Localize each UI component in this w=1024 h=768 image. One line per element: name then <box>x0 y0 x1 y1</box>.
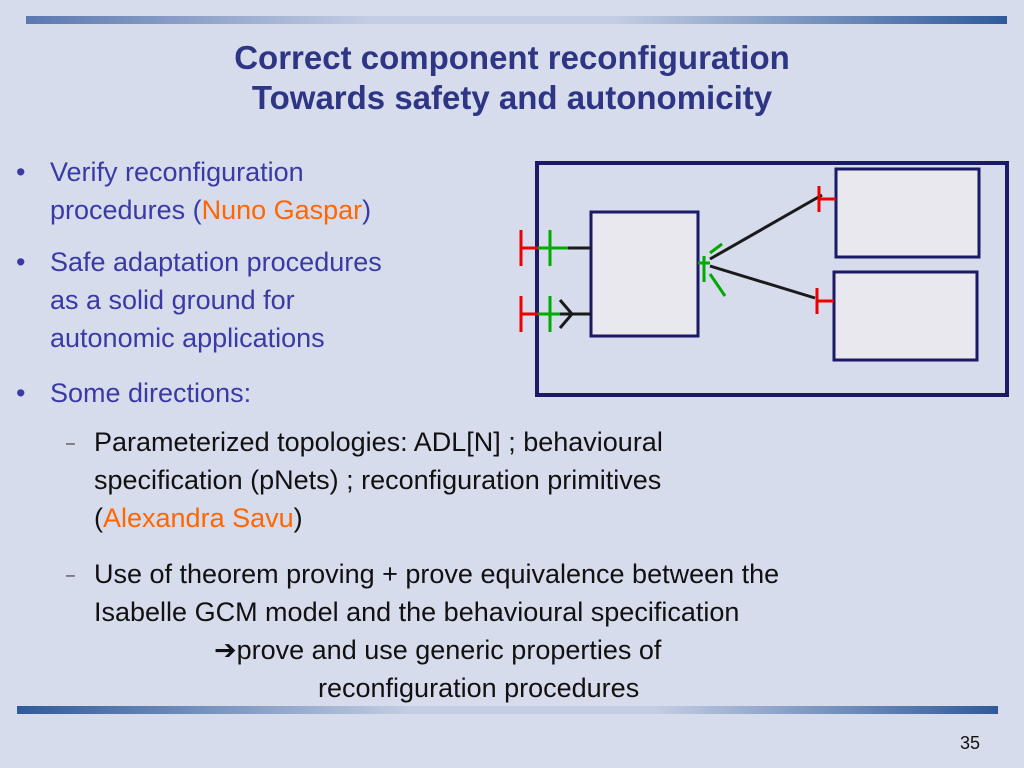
subbullet-topologies-line-3: (Alexandra Savu) <box>94 503 303 533</box>
page-number: 35 <box>960 733 981 753</box>
subbullet-theorem-line-2: Isabelle GCM model and the behavioural s… <box>94 597 740 627</box>
binding-line-top <box>709 193 823 261</box>
bullet-verify-line-1: Verify reconfiguration <box>50 157 304 187</box>
subbullet-theorem-proving: – Use of theorem proving + prove equival… <box>66 555 994 707</box>
slide-title: Correct component reconfiguration Toward… <box>0 38 1024 118</box>
subbullet-topologies-line-2: specification (pNets) ; reconfiguration … <box>94 465 662 495</box>
subbullet-theorem-line-4: reconfiguration procedures <box>318 673 640 703</box>
bullet-safe-line-3: autonomic applications <box>50 323 325 353</box>
subbullet-marker: – <box>66 435 75 452</box>
top-decor-bar <box>26 16 1007 24</box>
subbullet-topologies: – Parameterized topologies: ADL[N] ; beh… <box>66 423 663 537</box>
bullet-safe-line-2: as a solid ground for <box>50 285 295 315</box>
author-name-alexandra: Alexandra Savu <box>103 503 294 533</box>
bullet-marker: • <box>16 378 26 408</box>
primitive-component-left <box>589 210 700 338</box>
subbullet-marker: – <box>66 567 75 584</box>
server-interface-bottom <box>815 288 834 314</box>
internal-client-interface-2 <box>538 296 560 332</box>
multicast-client-interface <box>698 242 727 297</box>
bullet-marker: • <box>16 247 26 277</box>
subbullet-theorem-line-3: ➔prove and use generic properties of <box>214 635 662 665</box>
bullet-safe-adaptation: • Safe adaptation procedures as a solid … <box>16 243 382 357</box>
internal-server-interface-2 <box>558 299 591 329</box>
bullet-verify-line-2: procedures (Nuno Gaspar) <box>50 195 372 225</box>
title-line-2: Towards safety and autonomicity <box>251 79 773 116</box>
bullet-marker: • <box>16 157 26 187</box>
subcomponent-bottom-right <box>832 270 979 362</box>
subbullet-theorem-line-1: Use of theorem proving + prove equivalen… <box>94 559 780 589</box>
title-line-1: Correct component reconfiguration <box>234 39 790 76</box>
component-diagram <box>519 161 1009 397</box>
server-interface-top <box>817 186 836 212</box>
bullet-directions: • Some directions: <box>16 374 252 412</box>
arrow-right-icon: ➔ <box>214 635 237 665</box>
author-name-nuno: Nuno Gaspar <box>201 195 363 225</box>
subcomponent-top-right <box>834 167 981 259</box>
composite-component-box <box>535 161 1009 397</box>
bullet-verify: • Verify reconfiguration procedures (Nun… <box>16 153 372 229</box>
bullet-directions-line-1: Some directions: <box>50 378 252 408</box>
bottom-decor-bar <box>17 706 998 714</box>
binding-line-bottom <box>709 264 816 300</box>
bullet-safe-line-1: Safe adaptation procedures <box>50 247 382 277</box>
subbullet-topologies-line-1: Parameterized topologies: ADL[N] ; behav… <box>94 427 663 457</box>
internal-client-interface-1 <box>538 230 568 266</box>
